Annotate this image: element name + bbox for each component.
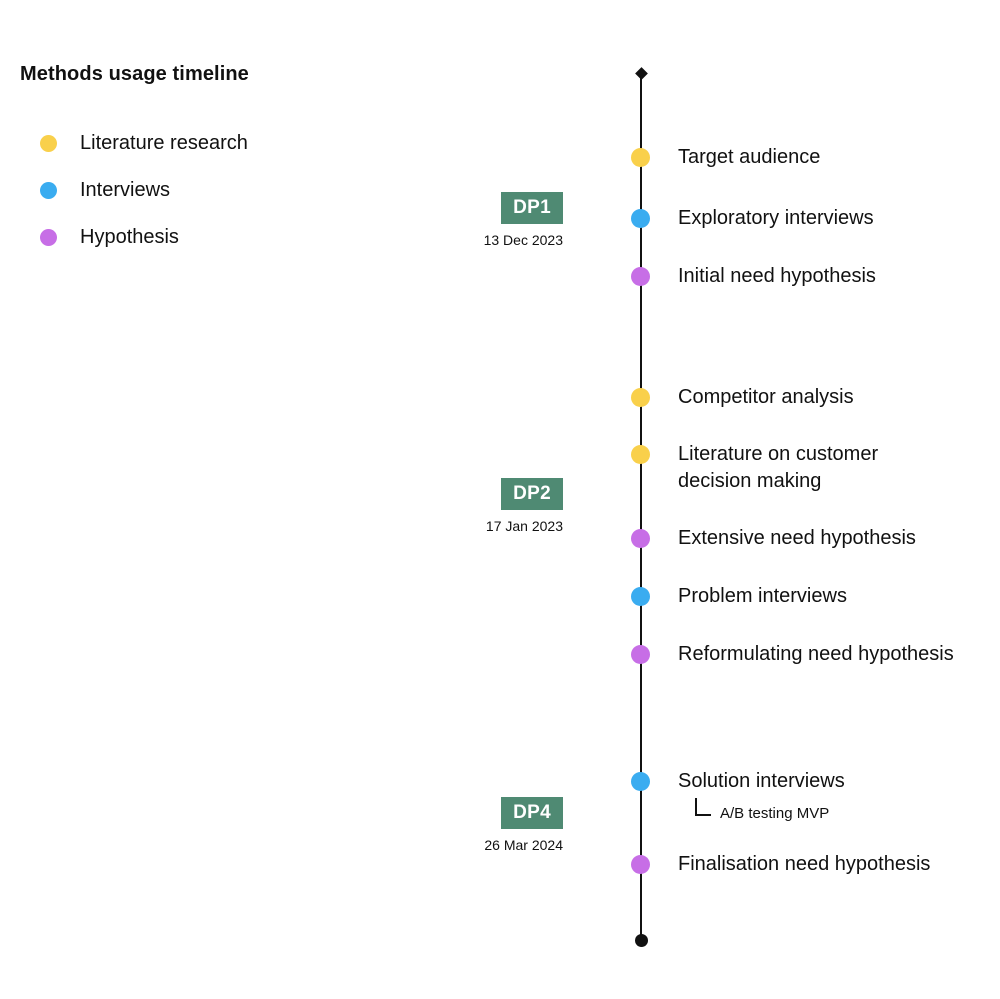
- timeline-event-literature-customer-decision: Literature on customer decision making: [631, 441, 918, 495]
- legend-label: Interviews: [80, 178, 171, 201]
- timeline-event-competitor-analysis: Competitor analysis: [631, 384, 854, 411]
- event-label: Solution interviews: [678, 770, 845, 792]
- event-label: Exploratory interviews: [678, 207, 874, 229]
- event-dot-hypothesis-icon: [631, 267, 650, 286]
- legend: Literature research Interviews Hypothesi…: [40, 130, 248, 250]
- legend-item-literature-research: Literature research: [40, 130, 248, 156]
- event-dot-hypothesis-icon: [631, 529, 650, 548]
- timeline-event-finalisation-need-hypothesis: Finalisation need hypothesis: [631, 851, 930, 878]
- timeline-start-diamond-icon: [634, 67, 648, 80]
- event-label: Target audience: [678, 146, 821, 168]
- page-title: Methods usage timeline: [20, 63, 249, 85]
- event-label: Problem interviews: [678, 585, 847, 607]
- milestone-badge: DP2: [501, 478, 563, 510]
- event-label: Finalisation need hypothesis: [678, 853, 931, 875]
- timeline-event-solution-interviews: Solution interviews: [631, 768, 845, 795]
- legend-label: Hypothesis: [80, 225, 179, 248]
- sub-event-label: A/B testing MVP: [720, 805, 830, 822]
- milestone-date: 13 Dec 2023: [483, 232, 563, 248]
- event-dot-literature-icon: [631, 445, 650, 464]
- branch-connector-icon: [695, 798, 711, 816]
- milestone-badge: DP1: [501, 192, 563, 224]
- legend-dot-hypothesis-icon: [40, 228, 57, 246]
- timeline-axis: [634, 67, 648, 947]
- milestone-dp4: DP4 26 Mar 2024: [484, 797, 563, 853]
- timeline-event-reformulating-need-hypothesis: Reformulating need hypothesis: [631, 641, 954, 668]
- event-dot-interviews-icon: [631, 772, 650, 791]
- timeline-event-initial-need-hypothesis: Initial need hypothesis: [631, 263, 876, 290]
- timeline-end-circle-icon: [634, 934, 648, 947]
- event-dot-interviews-icon: [631, 587, 650, 606]
- event-label: Initial need hypothesis: [678, 265, 876, 287]
- event-dot-hypothesis-icon: [631, 645, 650, 664]
- milestone-dp1: DP1 13 Dec 2023: [484, 192, 563, 248]
- event-label: Competitor analysis: [678, 386, 854, 408]
- legend-item-interviews: Interviews: [40, 177, 248, 203]
- event-label: Reformulating need hypothesis: [678, 643, 954, 665]
- event-dot-interviews-icon: [631, 209, 650, 228]
- milestone-date: 17 Jan 2023: [485, 518, 563, 534]
- event-label: Extensive need hypothesis: [678, 527, 916, 549]
- sub-event-ab-testing-mvp: A/B testing MVP: [695, 798, 829, 822]
- milestone-badge: DP4: [501, 797, 563, 829]
- legend-dot-interviews-icon: [40, 181, 57, 199]
- event-label: Literature on customer decision making: [678, 443, 879, 492]
- event-dot-literature-icon: [631, 388, 650, 407]
- milestone-dp2: DP2 17 Jan 2023: [486, 478, 563, 534]
- legend-label: Literature research: [80, 131, 248, 154]
- timeline-event-exploratory-interviews: Exploratory interviews: [631, 205, 874, 232]
- legend-item-hypothesis: Hypothesis: [40, 224, 248, 250]
- timeline-event-target-audience: Target audience: [631, 144, 820, 171]
- event-dot-hypothesis-icon: [631, 855, 650, 874]
- timeline-event-extensive-need-hypothesis: Extensive need hypothesis: [631, 525, 916, 552]
- legend-dot-literature-icon: [40, 134, 57, 152]
- timeline-event-problem-interviews: Problem interviews: [631, 583, 847, 610]
- event-dot-literature-icon: [631, 148, 650, 167]
- milestone-date: 26 Mar 2024: [484, 837, 563, 853]
